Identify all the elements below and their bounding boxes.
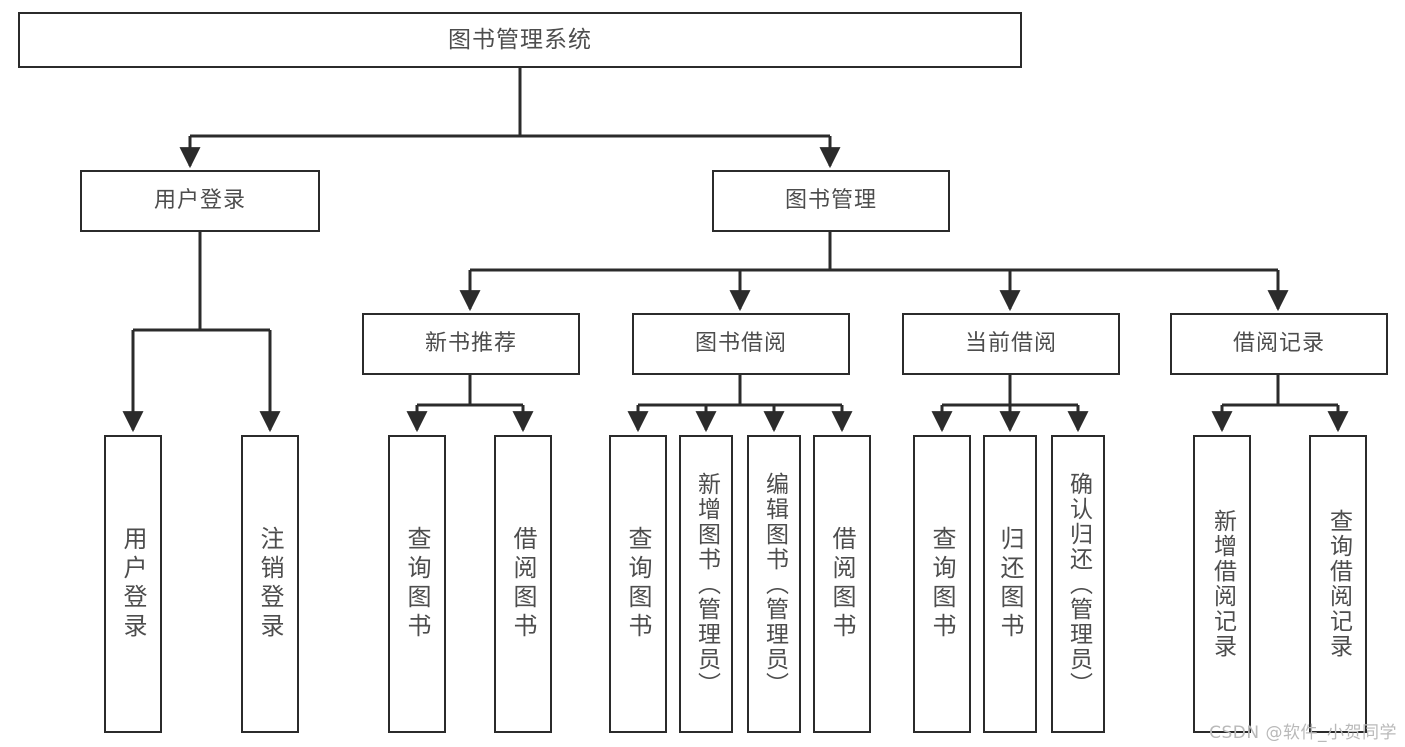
leaf-query-borrow-record-label: 查询借阅记录 — [1325, 509, 1352, 659]
node-current-borrow-label: 当前借阅 — [964, 331, 1057, 357]
node-root[interactable]: 图书管理系统 — [18, 12, 1022, 68]
leaf-user-login-label: 用户登录 — [119, 526, 147, 642]
leaf-edit-book-admin[interactable]: 编辑图书（管理员） — [747, 435, 801, 733]
leaf-user-login[interactable]: 用户登录 — [104, 435, 162, 733]
node-user-login-label: 用户登录 — [153, 188, 246, 214]
leaf-query-borrow-record[interactable]: 查询借阅记录 — [1309, 435, 1367, 733]
node-new-book-recommend[interactable]: 新书推荐 — [362, 313, 580, 375]
node-borrow-record[interactable]: 借阅记录 — [1170, 313, 1388, 375]
node-book-borrow-label: 图书借阅 — [694, 331, 787, 357]
leaf-add-book-admin[interactable]: 新增图书（管理员） — [679, 435, 733, 733]
node-current-borrow[interactable]: 当前借阅 — [902, 313, 1120, 375]
node-book-borrow[interactable]: 图书借阅 — [632, 313, 850, 375]
node-book-management[interactable]: 图书管理 — [712, 170, 950, 232]
leaf-confirm-return-admin[interactable]: 确认归还（管理员） — [1051, 435, 1105, 733]
node-book-management-label: 图书管理 — [784, 188, 877, 214]
node-new-book-recommend-label: 新书推荐 — [424, 331, 517, 357]
leaf-query-book-borrow-label: 查询图书 — [624, 526, 652, 642]
leaf-query-book-current-label: 查询图书 — [928, 526, 956, 642]
leaf-borrow-book[interactable]: 借阅图书 — [813, 435, 871, 733]
node-borrow-record-label: 借阅记录 — [1232, 331, 1325, 357]
leaf-edit-book-admin-label: 编辑图书（管理员） — [761, 471, 788, 697]
leaf-return-book[interactable]: 归还图书 — [983, 435, 1037, 733]
leaf-add-book-admin-label: 新增图书（管理员） — [693, 471, 720, 697]
csdn-watermark: CSDN @软件_小贺同学 — [1209, 723, 1397, 743]
leaf-logout[interactable]: 注销登录 — [241, 435, 299, 733]
leaf-query-book-current[interactable]: 查询图书 — [913, 435, 971, 733]
leaf-borrow-book-label: 借阅图书 — [828, 526, 856, 642]
leaf-query-book-borrow[interactable]: 查询图书 — [609, 435, 667, 733]
leaf-return-book-label: 归还图书 — [996, 526, 1024, 642]
node-root-label: 图书管理系统 — [448, 26, 592, 53]
leaf-add-borrow-record-label: 新增借阅记录 — [1209, 509, 1236, 659]
leaf-borrow-book-new-label: 借阅图书 — [509, 526, 537, 642]
leaf-add-borrow-record[interactable]: 新增借阅记录 — [1193, 435, 1251, 733]
leaf-borrow-book-new[interactable]: 借阅图书 — [494, 435, 552, 733]
leaf-query-book-new-label: 查询图书 — [403, 526, 431, 642]
leaf-query-book-new[interactable]: 查询图书 — [388, 435, 446, 733]
leaf-logout-label: 注销登录 — [256, 526, 284, 642]
node-user-login[interactable]: 用户登录 — [80, 170, 320, 232]
leaf-confirm-return-admin-label: 确认归还（管理员） — [1065, 471, 1092, 697]
